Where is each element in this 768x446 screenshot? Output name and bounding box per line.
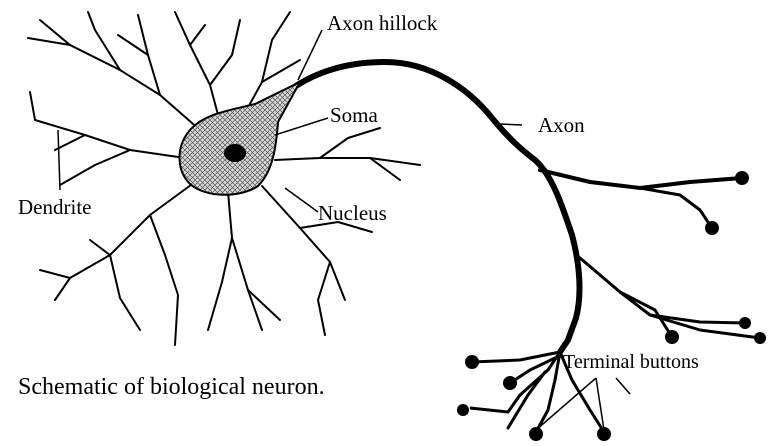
nucleus <box>224 144 246 162</box>
terminal-buttons <box>457 171 766 441</box>
caption: Schematic of biological neuron. <box>18 374 325 400</box>
terminal-buttons-label: Terminal buttons <box>563 351 699 373</box>
leader-lines <box>58 30 630 430</box>
axon-hillock-label: Axon hillock <box>327 11 438 35</box>
soma <box>180 82 301 195</box>
soma-label: Soma <box>330 103 379 127</box>
nucleus-label: Nucleus <box>318 201 387 225</box>
dendrite-label: Dendrite <box>18 195 91 219</box>
axon-label: Axon <box>538 113 585 137</box>
